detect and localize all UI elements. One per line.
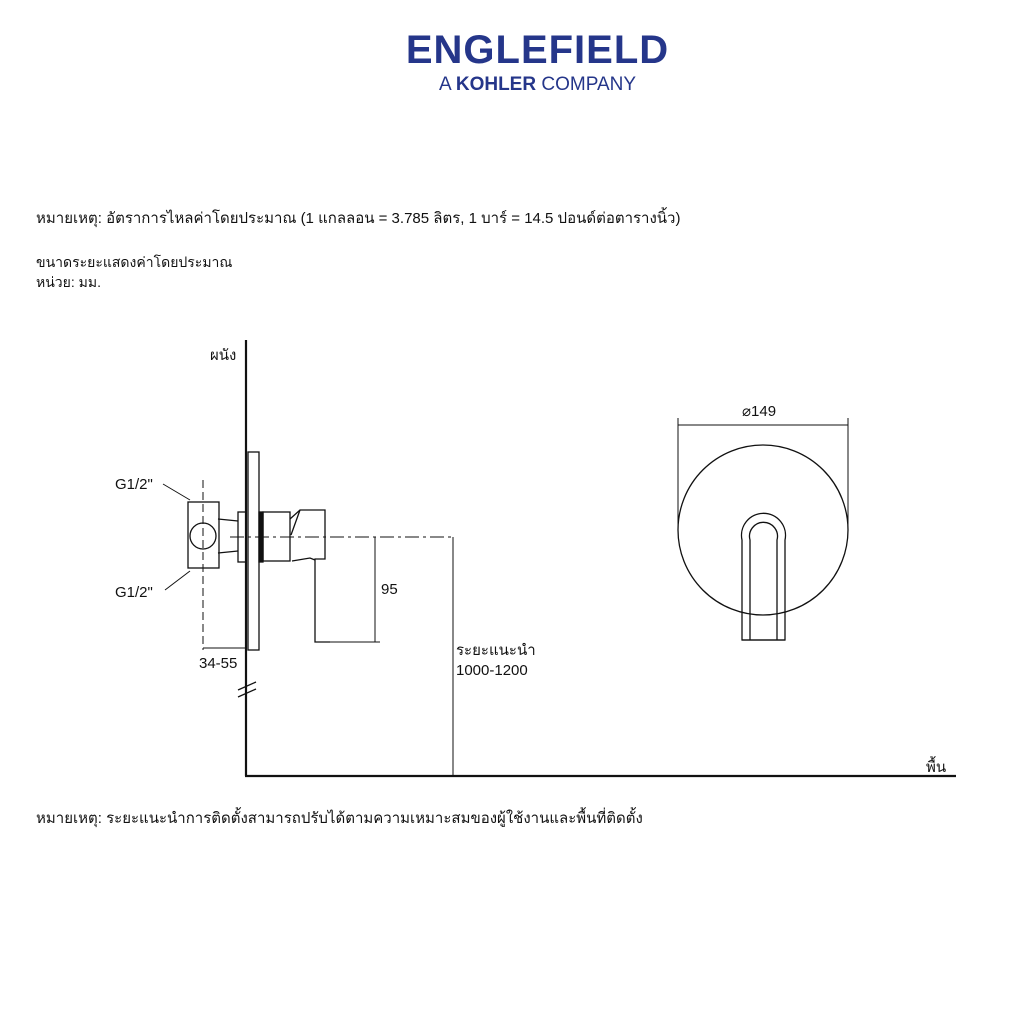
logo-tagline: A KOHLER COMPANY <box>400 74 675 96</box>
break-symbol <box>237 681 257 698</box>
unit-note: หน่วย: มม. <box>36 274 101 290</box>
floor-label: พื้น <box>926 756 946 776</box>
dimension-note: ขนาดระยะแสดงค่าโดยประมาณ <box>36 254 233 270</box>
bottom-note: หมายเหตุ: ระยะแนะนำการติดตั้งสามารถปรับไ… <box>36 810 643 827</box>
logo-parent: KOHLER <box>455 74 537 95</box>
diameter-label: ⌀149 <box>742 403 776 420</box>
height-value: 1000-1200 <box>456 662 528 679</box>
inlet-top-label: G1/2" <box>115 476 153 493</box>
height-label: ระยะแนะนำ <box>456 642 536 659</box>
flow-note: หมายเหตุ: อัตราการไหลค่าโดยประมาณ (1 แกล… <box>36 210 681 227</box>
lever-dim-label: 95 <box>381 581 398 598</box>
depth-dim-label: 34-55 <box>199 655 237 672</box>
englefield-logo: ENGLEFIELD A KOHLER COMPANY <box>400 28 675 96</box>
logo-brand: ENGLEFIELD <box>405 28 670 72</box>
inlet-bottom-label: G1/2" <box>115 584 153 601</box>
side-view-valve <box>187 451 330 651</box>
logo-prefix: A <box>438 74 451 95</box>
wall-label: ผนัง <box>210 347 236 364</box>
logo-suffix: COMPANY <box>541 74 637 95</box>
front-view-valve <box>677 444 849 641</box>
